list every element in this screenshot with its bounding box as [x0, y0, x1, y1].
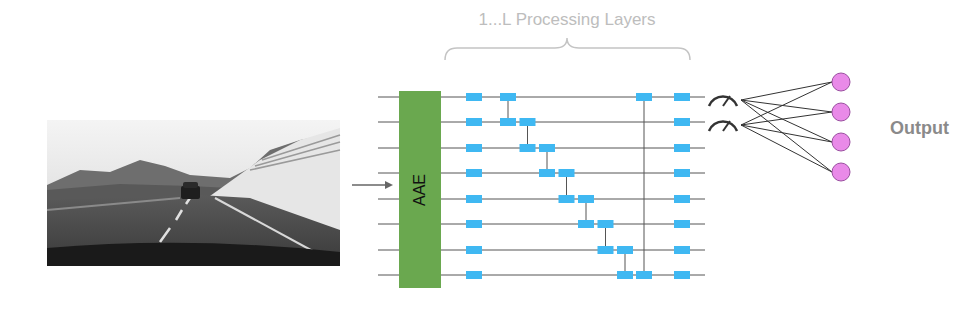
output-label: Output	[890, 118, 949, 139]
gate	[559, 195, 575, 203]
gate	[466, 195, 482, 203]
gate	[520, 144, 536, 152]
gate	[617, 271, 633, 279]
wire	[378, 148, 399, 149]
output-link	[741, 100, 832, 172]
gate	[636, 93, 652, 101]
wire	[378, 250, 399, 251]
gate	[466, 271, 482, 279]
gate	[674, 195, 690, 203]
gate	[674, 118, 690, 126]
output-network	[741, 73, 850, 181]
gate	[674, 144, 690, 152]
output-link	[741, 82, 832, 100]
meter-needle	[723, 96, 730, 106]
output-neuron	[832, 163, 850, 181]
gate	[500, 93, 516, 101]
input-arrow	[352, 181, 393, 189]
gate	[466, 93, 482, 101]
output-neuron	[832, 133, 850, 151]
layer-title: 1...L Processing Layers	[478, 10, 655, 30]
gate	[617, 246, 633, 254]
output-link	[741, 125, 832, 142]
gate	[466, 220, 482, 228]
meter	[709, 121, 737, 131]
gate	[674, 271, 690, 279]
output-neuron	[832, 73, 850, 91]
measurement-meters	[709, 96, 737, 131]
gate	[466, 118, 482, 126]
meter	[709, 96, 737, 106]
wire	[378, 97, 399, 98]
output-link	[741, 82, 832, 125]
gate	[466, 169, 482, 177]
gate	[598, 220, 614, 228]
wire	[378, 199, 399, 200]
gate	[539, 144, 555, 152]
gate	[674, 220, 690, 228]
output-neuron	[832, 103, 850, 121]
gate	[674, 246, 690, 254]
gate	[539, 169, 555, 177]
gate	[466, 144, 482, 152]
gate	[520, 118, 536, 126]
gate	[674, 169, 690, 177]
gate	[674, 93, 690, 101]
gate-link	[644, 97, 645, 275]
layer-bracket	[445, 38, 690, 60]
gates	[466, 93, 690, 279]
gate	[598, 246, 614, 254]
gate	[578, 220, 594, 228]
meter-needle	[723, 121, 730, 131]
road-photo	[47, 120, 340, 266]
gate	[578, 195, 594, 203]
wire	[378, 275, 399, 276]
wire	[378, 122, 399, 123]
output-link	[741, 112, 832, 125]
gate	[636, 271, 652, 279]
output-link	[741, 125, 832, 172]
encoder-box: AAE	[399, 91, 441, 288]
gate	[466, 246, 482, 254]
box-label: AAE	[411, 173, 429, 205]
gate	[500, 118, 516, 126]
gate	[559, 169, 575, 177]
wire	[378, 173, 399, 174]
wire	[378, 224, 399, 225]
